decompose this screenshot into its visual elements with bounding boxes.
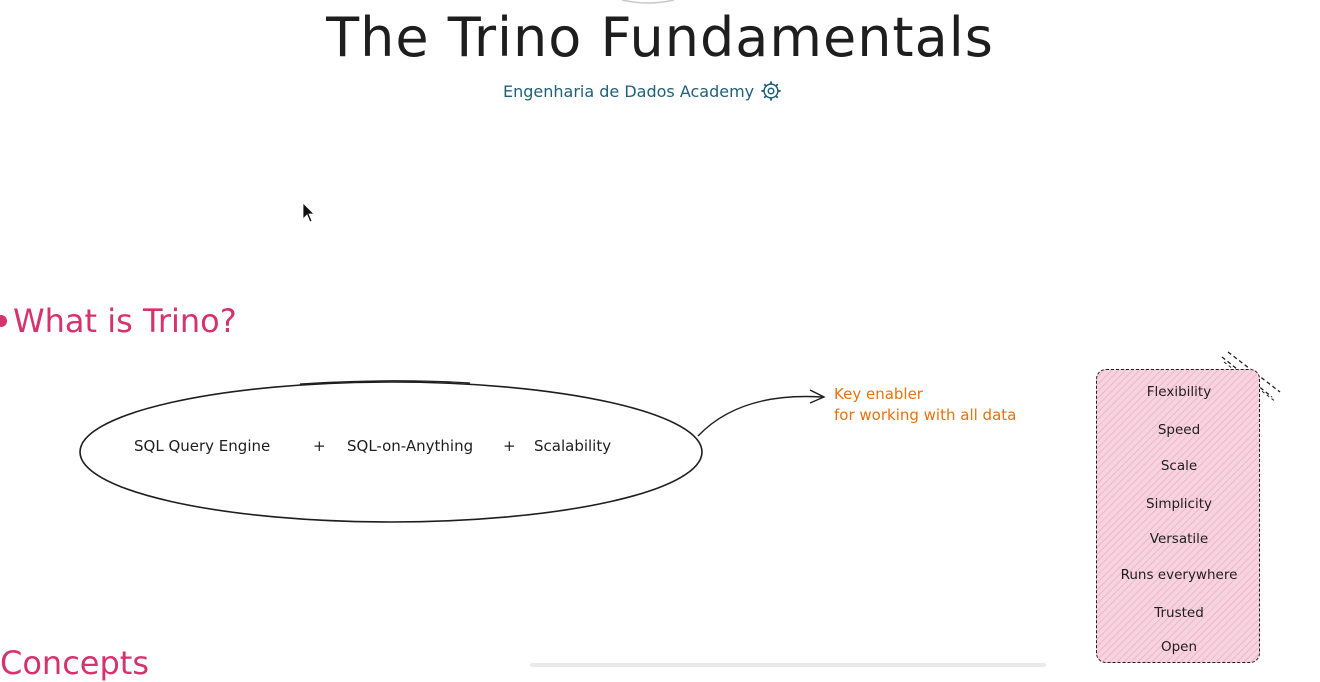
ellipse-overstroke	[299, 380, 471, 385]
feature-item: Scale	[1160, 458, 1198, 474]
page-title: The Trino Fundamentals	[326, 6, 994, 69]
section-heading-text: What is Trino?	[13, 302, 237, 340]
feature-item: Versatile	[1149, 531, 1209, 547]
top-arc	[621, 0, 675, 4]
trino-ellipse	[79, 381, 703, 523]
feature-item: Simplicity	[1146, 496, 1212, 512]
annotation-key-enabler: Key enabler for working with all data	[834, 384, 1016, 426]
annotation-line: for working with all data	[834, 406, 1017, 424]
section-heading-what-is-trino: What is Trino?	[0, 302, 237, 340]
feature-item: Trusted	[1154, 605, 1204, 621]
plus-sign: +	[503, 437, 516, 455]
plus-sign: +	[313, 437, 326, 455]
feature-item: Speed	[1157, 422, 1201, 438]
feature-item: Runs everywhere	[1120, 567, 1238, 583]
cursor-icon	[302, 202, 315, 223]
ellipse-item-sql-on-anything: SQL-on-Anything	[347, 437, 474, 455]
arrow-head	[809, 389, 826, 404]
ellipse-item-sql-query-engine: SQL Query Engine	[134, 437, 271, 455]
feature-item: Open	[1160, 639, 1198, 655]
feature-list-box: Flexibility Speed Scale Simplicity Versa…	[1096, 369, 1260, 663]
annotation-line: Key enabler	[834, 385, 923, 403]
gear-icon	[761, 81, 781, 101]
ellipse-item-scalability: Scalability	[534, 437, 612, 455]
subtitle-text: Engenharia de Dados Academy	[503, 81, 755, 101]
arrow-line	[697, 395, 823, 437]
bottom-scroll-hint	[530, 663, 1046, 667]
dot-icon	[0, 315, 7, 327]
subtitle: Engenharia de Dados Academy	[503, 80, 782, 102]
feature-item: Flexibility	[1146, 384, 1212, 400]
section-heading-concepts: Concepts	[0, 644, 150, 682]
